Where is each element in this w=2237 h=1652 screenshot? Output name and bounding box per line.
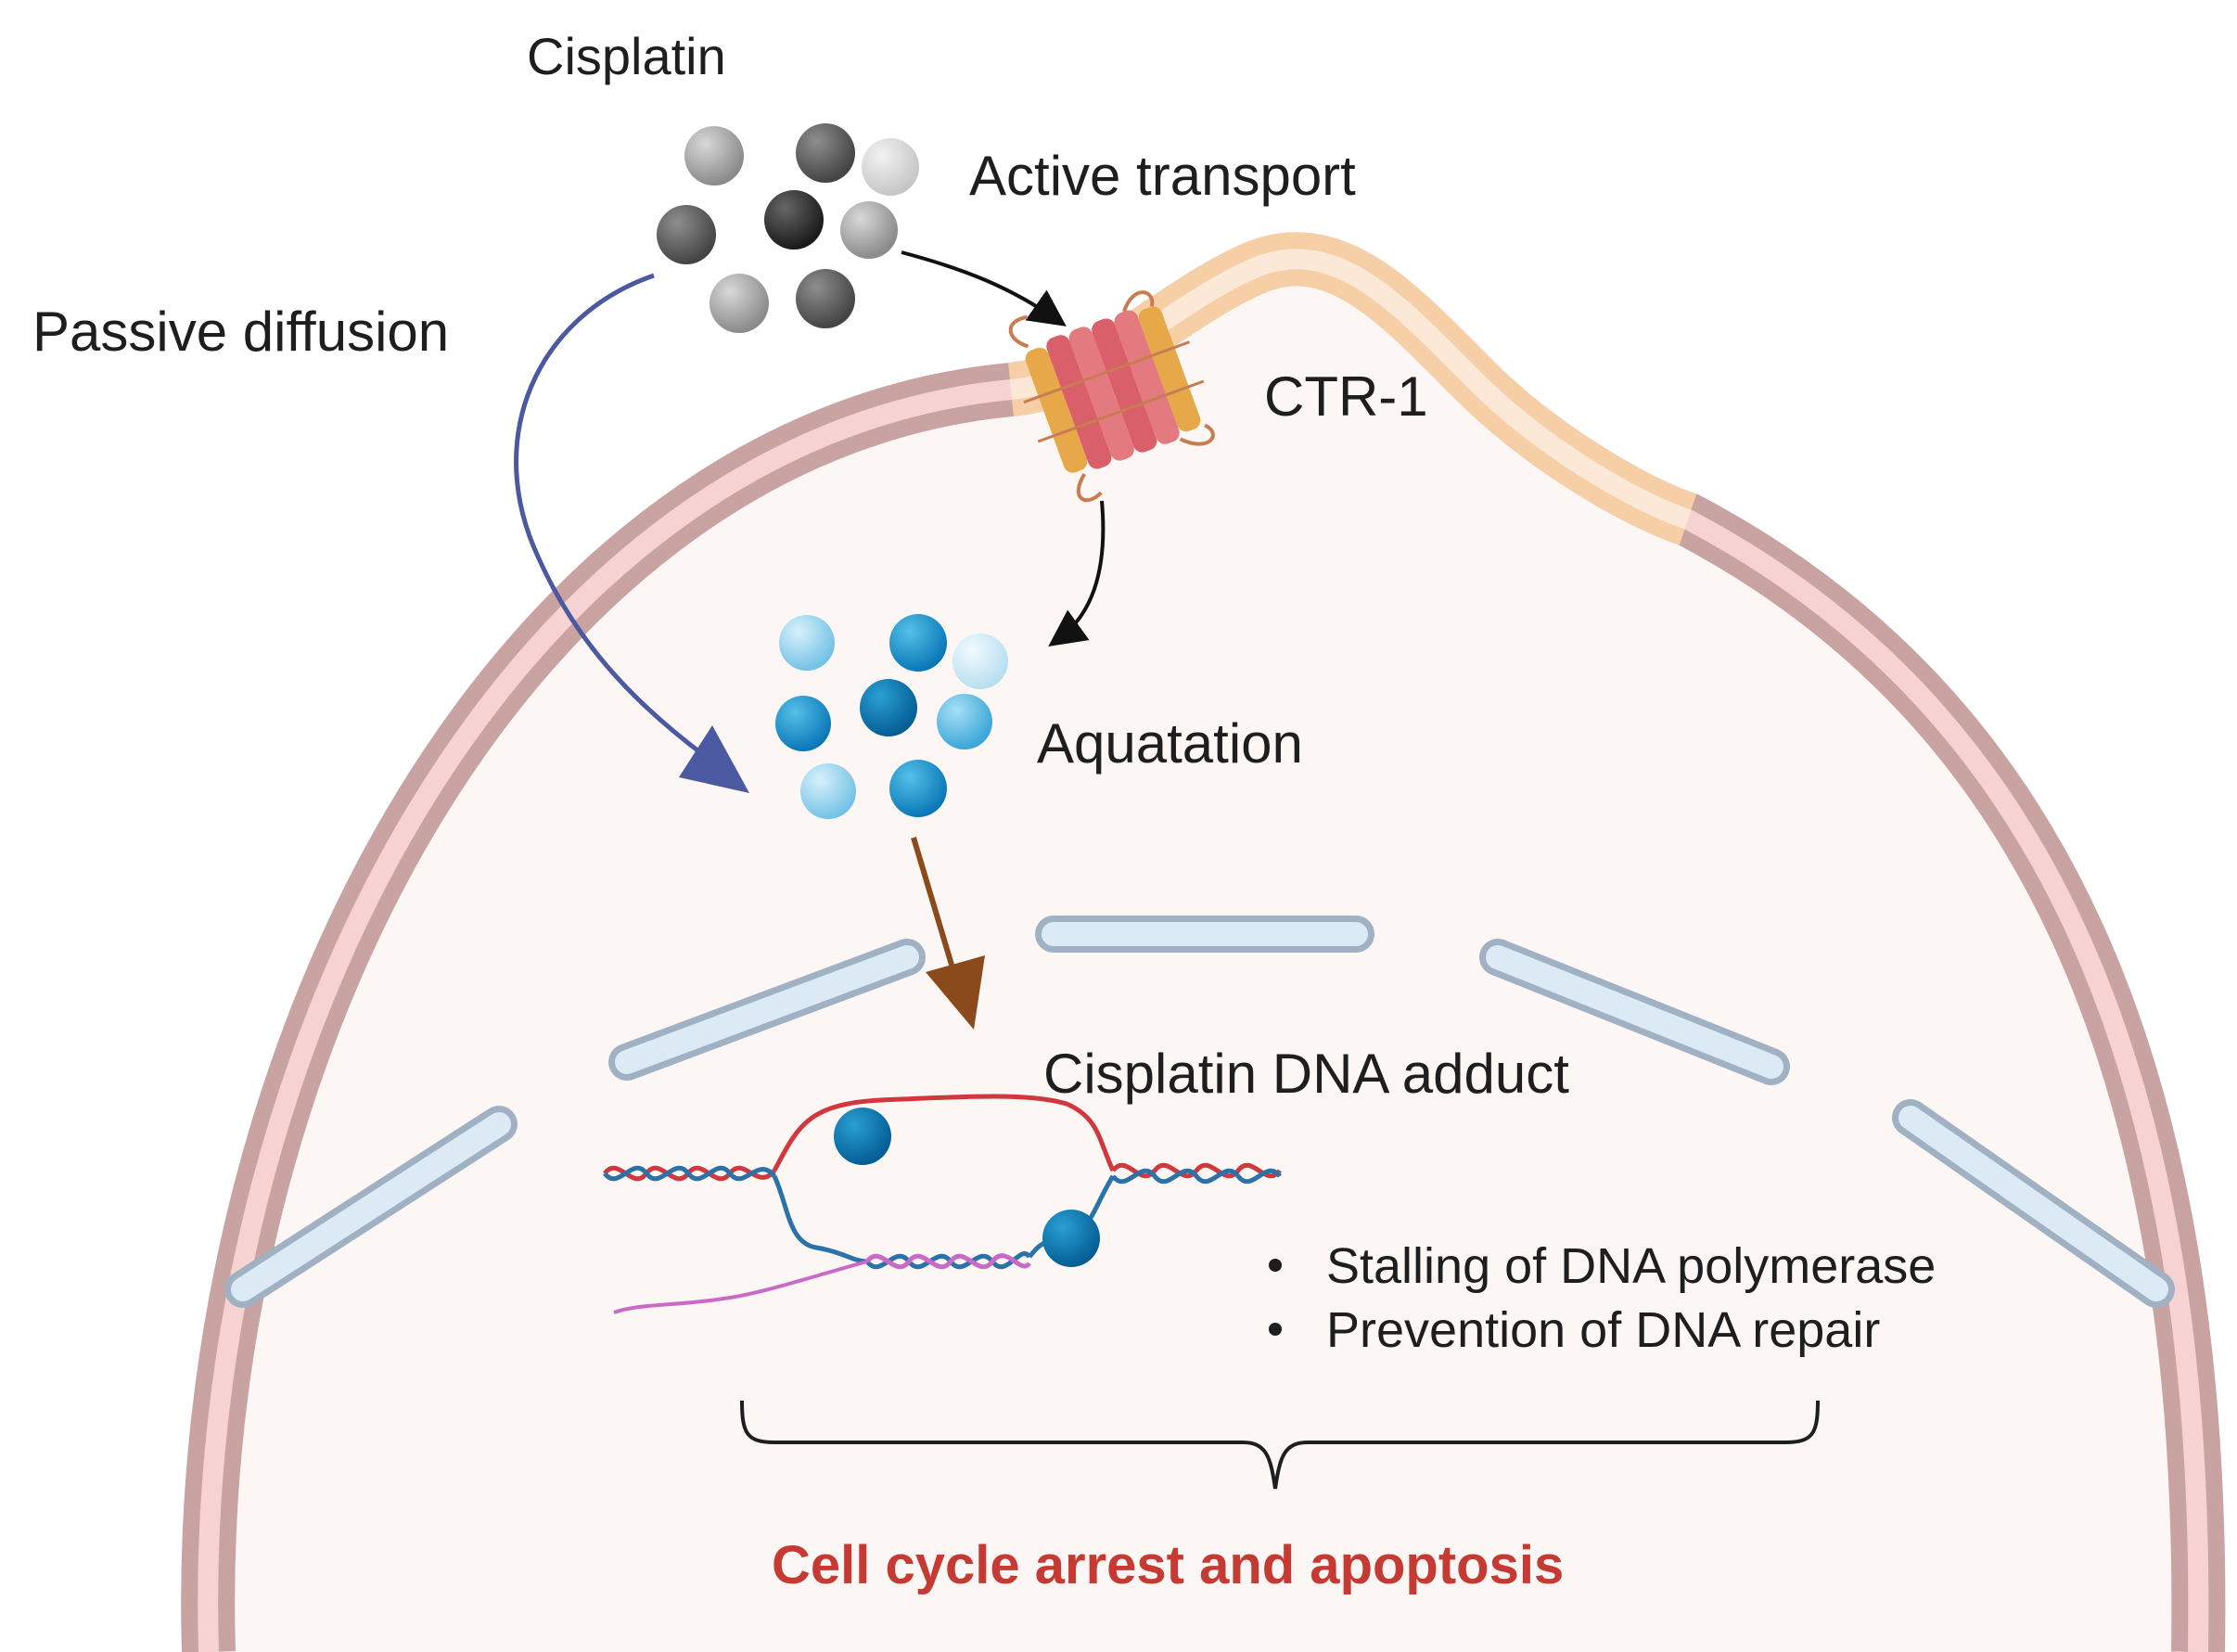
dna-adduct-molecule-top (834, 1108, 891, 1165)
passive-diffusion-arrow (514, 273, 707, 758)
label-dna-adduct: Cisplatin DNA adduct (1043, 1043, 1569, 1105)
active-transport-arrow (901, 250, 1067, 327)
bullet-item: Stalling of DNA polymerase (1326, 1238, 1936, 1294)
bullet-dot (1269, 1259, 1282, 1272)
bullet-dot (1269, 1323, 1282, 1336)
aquated-molecules (775, 614, 1008, 819)
ctr1-to-aquation-arrow (1048, 500, 1106, 647)
label-passive-diffusion: Passive diffusion (32, 301, 449, 363)
aquation-to-dna-arrow (911, 837, 960, 984)
cisplatin-molecules (657, 123, 919, 333)
dna-strand-bottom-pink (865, 1253, 1031, 1270)
nuclear-envelope (224, 916, 2175, 1308)
dna-strand-blue-loop (772, 1174, 868, 1264)
cytoplasm (208, 259, 2199, 1652)
label-cisplatin: Cisplatin (527, 27, 726, 85)
label-outcome: Cell cycle arrest and apoptosis (772, 1535, 1564, 1595)
dna-strand-left-blue (603, 1165, 776, 1182)
dna-strand-right-red (1111, 1162, 1282, 1179)
ctr1-transporter (1008, 290, 1215, 503)
label-aquatation: Aquatation (1037, 712, 1303, 775)
label-active-transport: Active transport (969, 145, 1356, 207)
bullet-list: Stalling of DNA polymerase Prevention of… (1269, 1238, 1936, 1358)
label-ctr1: CTR-1 (1264, 365, 1428, 428)
dna-adduct-illustration (603, 1094, 1282, 1314)
cell (181, 232, 2226, 1652)
dna-strand-red-loop (772, 1094, 1116, 1172)
dna-adduct-molecule-bottom (1042, 1210, 1100, 1267)
dna-strand-right-blue (1111, 1168, 1282, 1185)
passive-diffusion-arrowhead (679, 725, 749, 793)
outcome-brace (740, 1400, 1820, 1490)
dna-strand-pink-tail (613, 1260, 868, 1314)
bullet-item: Prevention of DNA repair (1326, 1302, 1880, 1358)
aquation-to-dna-arrowhead (926, 955, 985, 1030)
